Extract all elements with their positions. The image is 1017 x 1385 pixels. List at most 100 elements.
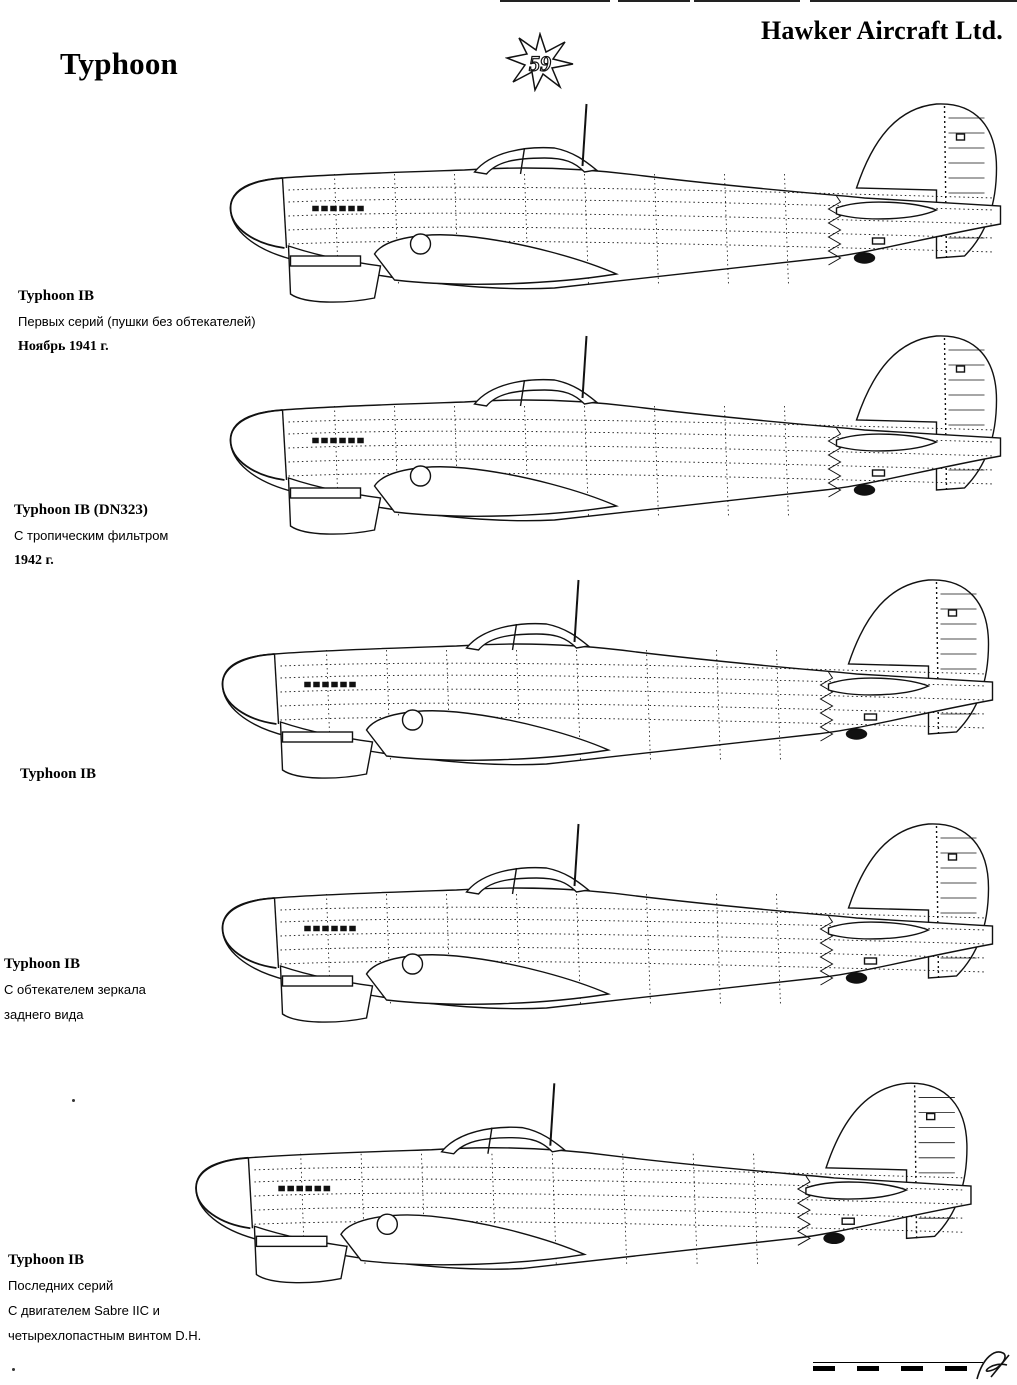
rivet-line xyxy=(280,702,987,715)
panel-frame-line xyxy=(576,649,581,763)
exhaust-stub xyxy=(312,205,319,212)
exhaust-stub xyxy=(312,437,319,444)
cannon-barrel xyxy=(281,731,354,743)
fuselage-access-panel xyxy=(863,957,878,965)
spinner-backplate xyxy=(281,409,288,481)
rivet-line xyxy=(280,688,987,701)
exhaust-stub xyxy=(322,925,329,932)
panel-frame-line xyxy=(654,405,659,519)
exhaust-stub xyxy=(314,1185,322,1192)
rivet-line xyxy=(288,240,995,253)
tailplane xyxy=(827,921,931,940)
fin-panel xyxy=(947,609,958,617)
propeller-spinner xyxy=(195,1156,251,1230)
exhaust-stub xyxy=(349,925,356,932)
panel-frame-line xyxy=(394,173,399,287)
exhaust-stub xyxy=(348,205,355,212)
panel-frame-line xyxy=(646,893,651,1007)
page-number: 59 xyxy=(529,51,551,76)
exhaust-stub xyxy=(331,681,338,688)
panel-frame-line xyxy=(724,173,729,287)
aircraft-profile-2 xyxy=(229,335,1002,535)
exhaust-stub xyxy=(349,681,356,688)
rivet-line xyxy=(288,430,995,443)
canopy xyxy=(465,622,591,651)
canopy-frame xyxy=(519,379,526,407)
canopy-frame xyxy=(487,1127,493,1154)
radio-mast xyxy=(581,103,588,167)
artist-signature xyxy=(976,1351,1010,1380)
exhaust-stub xyxy=(305,1185,313,1192)
propeller-spinner xyxy=(229,177,285,249)
rivet-line xyxy=(288,444,995,457)
panel-frame-line xyxy=(516,893,521,1007)
panel-frame-line xyxy=(622,1153,628,1267)
tail-wheel xyxy=(853,252,876,264)
fuselage-access-panel xyxy=(863,713,878,721)
scale-bar xyxy=(813,1362,983,1371)
rivet-line xyxy=(280,662,987,675)
variant-caption-1: Typhoon IB Первых серий (пушки без обтек… xyxy=(18,284,256,359)
rivet-line xyxy=(254,1178,965,1191)
panel-frame-line xyxy=(692,1153,698,1267)
variant-note: заднего вида xyxy=(4,1007,84,1022)
panel-frame-line xyxy=(360,1153,366,1267)
radio-mast xyxy=(549,1083,556,1146)
rivet-line xyxy=(288,418,995,431)
rivet-line xyxy=(254,1192,965,1205)
variant-date: Ноябрь 1941 г. xyxy=(18,339,109,354)
panel-frame-line xyxy=(576,893,581,1007)
cannon-barrel xyxy=(255,1235,328,1248)
spinner-backplate xyxy=(273,653,280,725)
canopy xyxy=(465,866,591,895)
rivet-line xyxy=(288,212,995,225)
variant-date: 1942 г. xyxy=(14,553,54,568)
fuselage-access-panel xyxy=(841,1217,855,1225)
panel-frame-line xyxy=(584,173,589,287)
panel-frame-line xyxy=(300,1153,306,1267)
canopy-frame xyxy=(519,147,526,175)
panel-frame-line xyxy=(454,405,459,519)
exhaust-stub xyxy=(340,925,347,932)
fuselage-transport-joint xyxy=(819,915,834,986)
variant-title: Typhoon IB xyxy=(20,766,97,782)
variant-title: Typhoon IB xyxy=(8,1252,85,1268)
fuselage-transport-joint xyxy=(819,671,834,742)
aircraft-profile-1 xyxy=(229,103,1002,303)
rivet-line xyxy=(254,1220,965,1233)
fin-panel xyxy=(925,1112,936,1121)
rivet-line xyxy=(288,472,995,485)
panel-frame-line xyxy=(454,173,459,287)
exhaust-stub xyxy=(321,437,328,444)
rivet-line xyxy=(288,226,995,239)
panel-frame-line xyxy=(784,405,789,519)
rivet-line xyxy=(288,186,995,199)
canopy-frame xyxy=(511,623,518,651)
panel-frame-line xyxy=(524,173,529,287)
canopy xyxy=(440,1126,567,1155)
fuselage-transport-joint xyxy=(796,1175,811,1246)
exhaust-stub xyxy=(304,681,311,688)
panel-frame-line xyxy=(516,649,521,763)
fin-panel xyxy=(955,365,966,373)
variant-title: Typhoon IB xyxy=(4,956,81,972)
panel-frame-line xyxy=(446,893,451,1007)
tail-wheel xyxy=(853,484,876,496)
spinner-backplate xyxy=(247,1157,254,1229)
rivet-line xyxy=(254,1166,965,1179)
panel-frame-line xyxy=(654,173,659,287)
variant-note: Первых серий (пушки без обтекателей) xyxy=(18,314,256,329)
panel-frame-line xyxy=(584,405,589,519)
fin-panel xyxy=(947,853,958,861)
exhaust-stub xyxy=(348,437,355,444)
radio-mast xyxy=(573,579,580,643)
tailplane xyxy=(835,201,939,220)
variant-note: С двигателем Sabre IIC и xyxy=(8,1303,160,1318)
panel-frame-line xyxy=(326,649,331,763)
panel-frame-line xyxy=(334,173,339,287)
rivet-line xyxy=(254,1206,965,1219)
rivet-line xyxy=(288,198,995,211)
panel-frame-line xyxy=(716,649,721,763)
rivet-line xyxy=(280,960,987,973)
rivet-line xyxy=(280,716,987,729)
